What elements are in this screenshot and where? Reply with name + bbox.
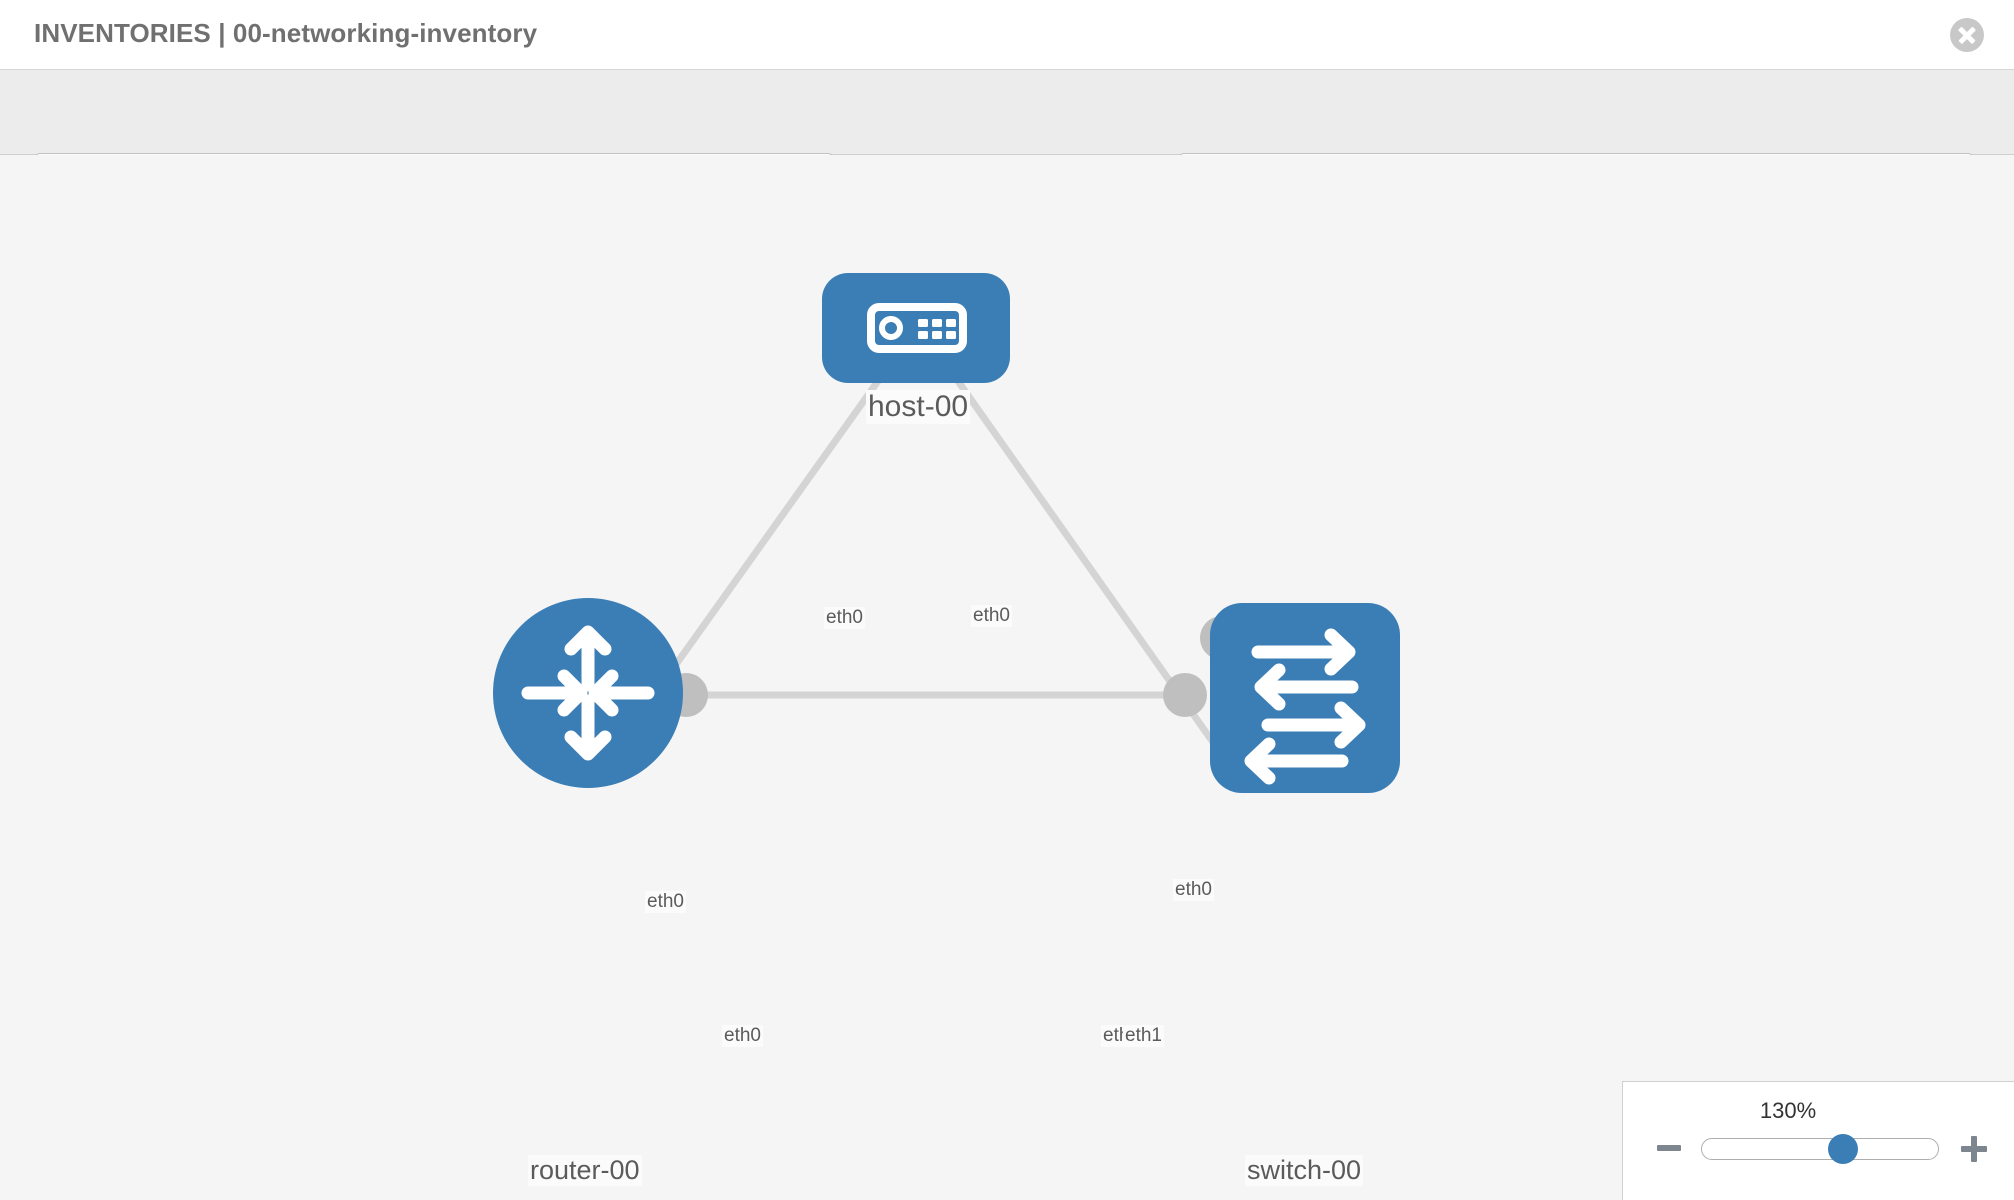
- zoom-slider-thumb[interactable]: [1828, 1134, 1858, 1164]
- topology-canvas[interactable]: host-00 router-00 switch-00 eth0 eth0 et…: [0, 155, 2014, 1200]
- zoom-level-value: 130%: [1759, 1098, 1817, 1123]
- switch-arrows-icon: [1244, 628, 1366, 785]
- page-header: INVENTORIES | 00-networking-inventory: [0, 0, 2014, 70]
- minus-icon[interactable]: [1657, 1145, 1681, 1151]
- plus-icon-horizontal: [1961, 1146, 1987, 1152]
- toolbar: ACTIONS SEARCH: [0, 70, 2014, 211]
- node-router-00: [493, 598, 683, 788]
- router-arrows-icon: [521, 625, 655, 761]
- zoom-control-panel: 130%: [1622, 1081, 2014, 1200]
- server-icon-details: [879, 316, 956, 340]
- server-icon: [867, 303, 967, 353]
- node-host-00-body: [822, 273, 1010, 383]
- node-switch-00: [1210, 603, 1400, 793]
- connector-switch-left: [1163, 673, 1207, 717]
- page-title: INVENTORIES | 00-networking-inventory: [34, 18, 538, 48]
- zoom-slider-track[interactable]: [1701, 1138, 1939, 1160]
- node-router-00-body: [493, 598, 683, 788]
- plus-icon[interactable]: [1961, 1136, 1987, 1162]
- close-icon[interactable]: [1950, 18, 1984, 52]
- node-host-00: [822, 273, 1010, 383]
